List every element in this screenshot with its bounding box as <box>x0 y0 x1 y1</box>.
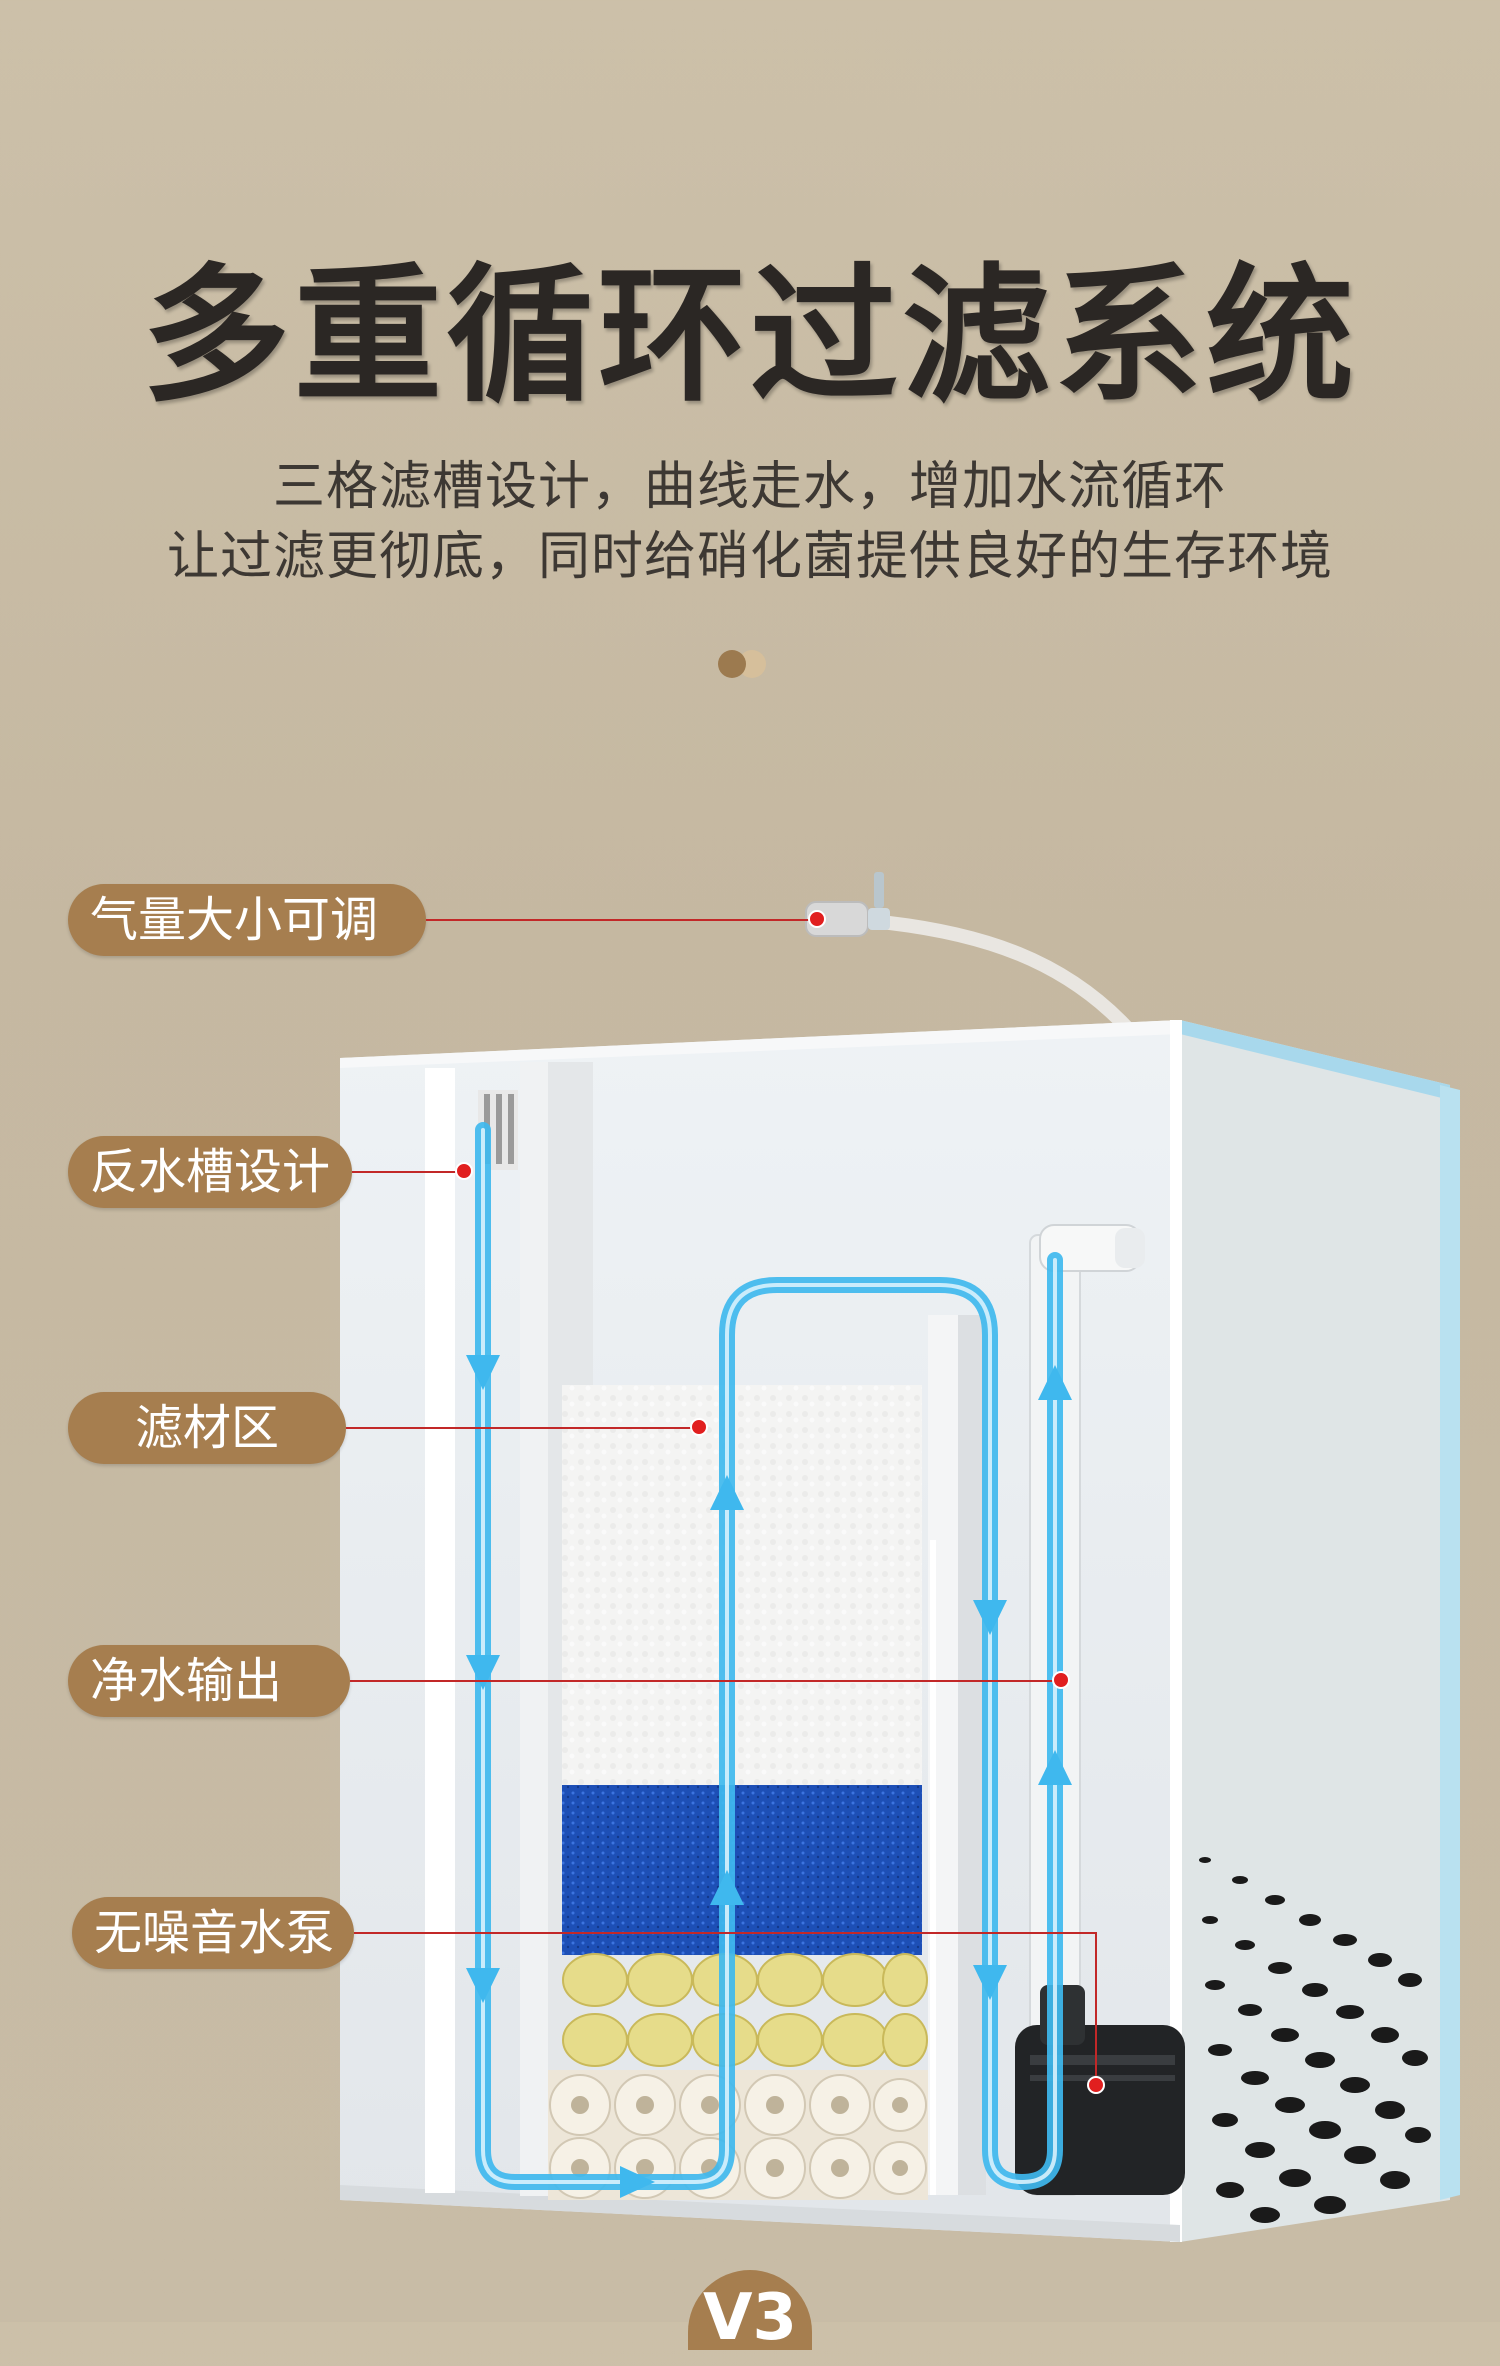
arrow-down-icon <box>466 1968 500 2003</box>
leader-silent-pump-drop <box>1095 1932 1097 2082</box>
arrow-up-icon <box>710 1475 744 1510</box>
page-title: 多重循环过滤系统 <box>142 250 1358 422</box>
leader-media-area <box>346 1427 696 1429</box>
tank-side-wall <box>1180 1020 1450 2242</box>
leader-silent-pump <box>354 1932 1096 1934</box>
arrow-up-icon <box>1038 1365 1072 1400</box>
marker-clean-output <box>1052 1671 1070 1689</box>
marker-air-adjust <box>808 910 826 928</box>
ceramic-rings <box>562 1953 928 2067</box>
arrow-up-icon <box>710 1870 744 1905</box>
flow-arrows <box>466 1355 1072 2198</box>
version-badge: V3 <box>688 2270 812 2355</box>
subtitle-line-1: 三格滤槽设计，曲线走水，增加水流循环 <box>272 457 1227 517</box>
marker-media-area <box>690 1418 708 1436</box>
air-valve <box>805 872 1145 1047</box>
callout-silent-pump: 无噪音水泵 <box>72 1897 354 1969</box>
arrow-down-icon <box>973 1965 1007 2000</box>
arrow-up-icon <box>1038 1750 1072 1785</box>
filter-media <box>548 1385 928 2200</box>
callout-media-area: 滤材区 <box>68 1392 346 1464</box>
marker-silent-pump <box>1087 2076 1105 2094</box>
blue-sponge <box>562 1785 922 1955</box>
callout-air-adjust: 气量大小可调 <box>68 884 426 956</box>
leader-clean-output <box>350 1680 1060 1682</box>
leader-overflow-slot <box>352 1171 462 1173</box>
subtitle-line-2: 让过滤更彻底，同时给硝化菌提供良好的生存环境 <box>166 527 1333 587</box>
arrow-down-icon <box>466 1655 500 1690</box>
carousel-dot-1[interactable] <box>718 650 746 678</box>
arrow-down-icon <box>973 1600 1007 1635</box>
subtitle: 三格滤槽设计，曲线走水，增加水流循环 让过滤更彻底，同时给硝化菌提供良好的生存环… <box>0 452 1500 592</box>
callout-overflow-slot: 反水槽设计 <box>68 1136 352 1208</box>
filter-cotton <box>562 1385 922 1785</box>
callout-clean-output: 净水输出 <box>68 1645 350 1717</box>
marker-overflow-slot <box>455 1162 473 1180</box>
carousel-dots <box>718 650 770 680</box>
halftone-pattern <box>1199 1857 1431 2223</box>
leader-air-adjust <box>426 919 818 921</box>
arrow-down-icon <box>466 1355 500 1390</box>
arrow-right-icon <box>620 2166 655 2198</box>
